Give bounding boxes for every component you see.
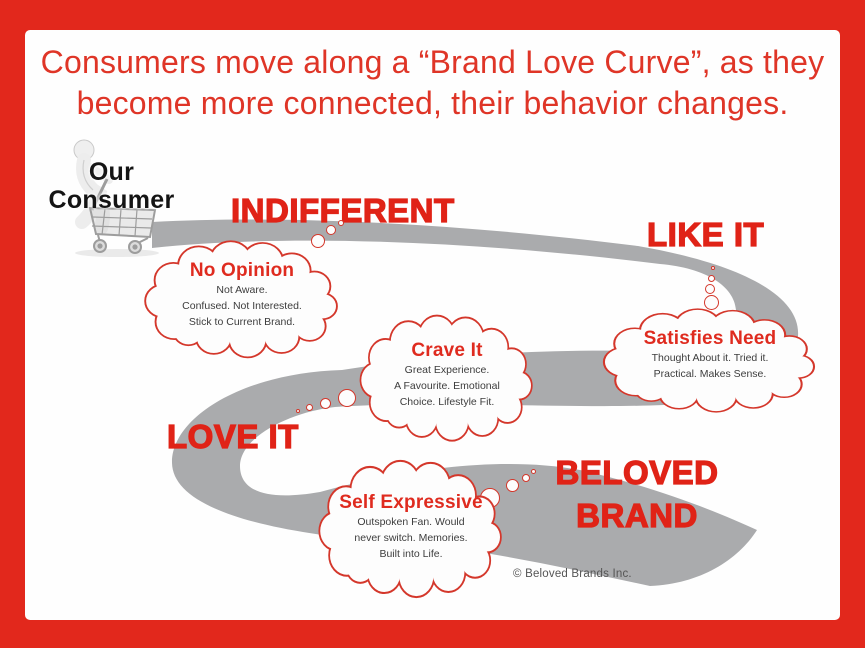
stage-label-beloved-brand: BELOVED BRAND (527, 451, 747, 537)
title-line-1: Consumers move along a “Brand Love Curve… (40, 44, 825, 80)
thought-trail-dot (506, 479, 519, 492)
shopping-cart-shape (88, 178, 157, 254)
bubble-line: Stick to Current Brand. (188, 316, 296, 328)
bubble-line: A Favourite. Emotional (394, 380, 500, 392)
thought-trail-dot (338, 220, 344, 226)
bubble-line: Built into Life. (379, 548, 443, 560)
thought-bubble-self-expressive: Self Expressive Outspoken Fan. Would nev… (322, 470, 500, 592)
stage-label-love-it: LOVE IT (166, 417, 299, 455)
bubble-line: Confused. Not Interested. (182, 300, 302, 312)
bubble-line: Great Experience. (404, 364, 490, 376)
our-consumer-label: Our Consumer (39, 158, 184, 214)
bubble-title: Crave It (411, 340, 483, 361)
thought-trail-dot (704, 295, 719, 310)
person-shape (73, 139, 113, 235)
slide-canvas: Consumers move along a “Brand Love Curve… (25, 30, 840, 620)
bubble-line: never switch. Memories. (354, 532, 468, 544)
beloved-line-1: BELOVED (555, 453, 719, 491)
bubble-line: Thought About it. Tried it. (651, 352, 769, 364)
thought-trail-dot (522, 474, 530, 482)
bubble-title: Self Expressive (339, 492, 483, 513)
our-consumer-line-1: Our (88, 158, 135, 186)
thought-trail-dot (711, 266, 715, 270)
thought-trail-dot (306, 404, 313, 411)
title-line-2: become more connected, their behavior ch… (76, 85, 789, 121)
our-consumer-line-2: Consumer (48, 186, 175, 214)
copyright-note: © Beloved Brands Inc. (513, 568, 632, 580)
thought-trail-dot (296, 409, 300, 413)
thought-trail-dot (531, 469, 536, 474)
thought-trail-dot (326, 225, 336, 235)
stage-label-like-it: LIKE IT (646, 215, 765, 253)
bubble-line: Not Aware. (216, 284, 268, 296)
slide-title: Consumers move along a “Brand Love Curve… (33, 42, 832, 124)
thought-bubble-crave-it: Crave It Great Experience. A Favourite. … (359, 314, 533, 442)
shopper-with-cart-icon (73, 139, 159, 257)
thought-trail-dot (708, 275, 715, 282)
thought-bubble-satisfies-need: Satisfies Need Thought About it. Tried i… (607, 316, 813, 408)
bubble-line: Choice. Lifestyle Fit. (399, 396, 495, 408)
bubble-line: Practical. Makes Sense. (653, 368, 767, 380)
bubble-title: Satisfies Need (643, 328, 777, 349)
cart-shadow (75, 249, 159, 257)
bubble-title: No Opinion (189, 260, 295, 281)
thought-bubble-no-opinion: No Opinion Not Aware. Confused. Not Inte… (144, 240, 338, 359)
beloved-line-2: BRAND (576, 496, 698, 534)
thought-trail-dot (705, 284, 715, 294)
thought-trail-dot (320, 398, 331, 409)
thought-trail-dot (338, 389, 356, 407)
thought-trail-dot (311, 234, 325, 248)
bubble-line: Outspoken Fan. Would (357, 516, 465, 528)
